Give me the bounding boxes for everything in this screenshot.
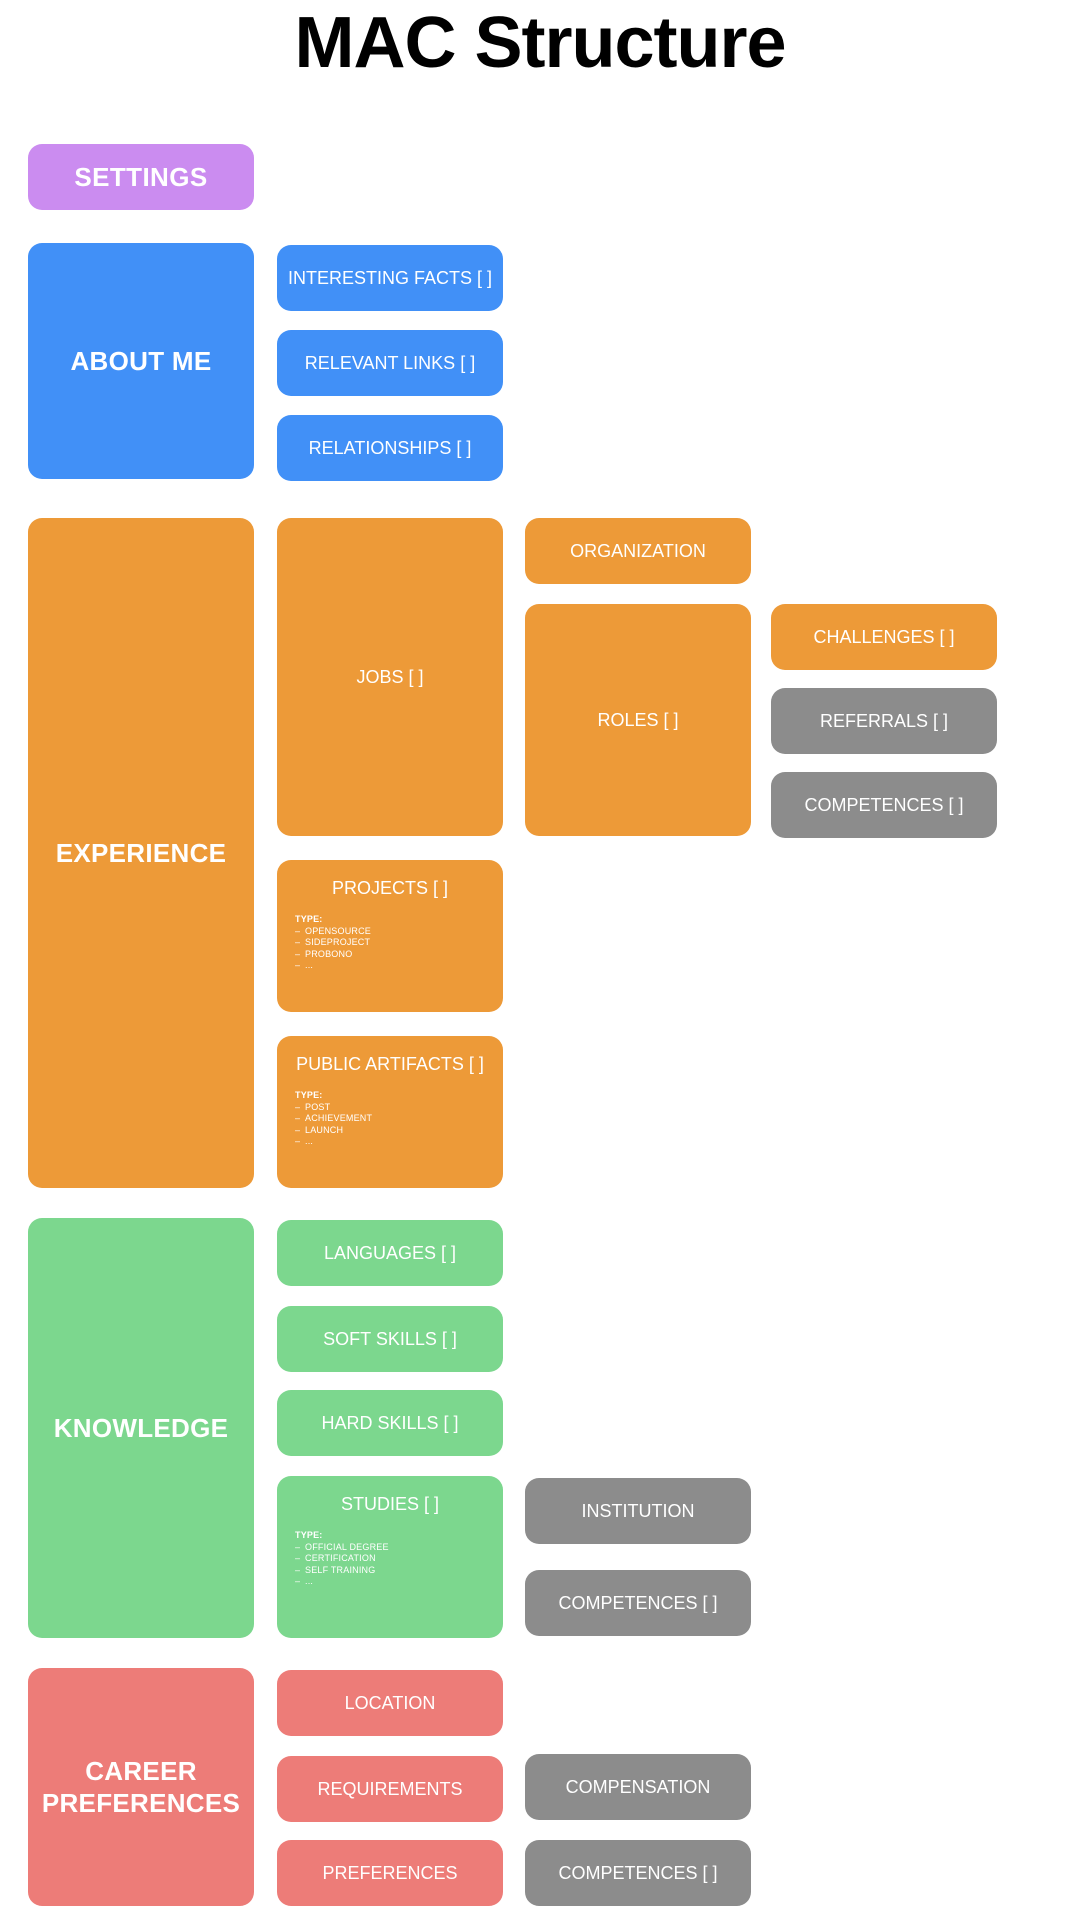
location-block[interactable]: LOCATION [277,1670,503,1736]
knowledge-block[interactable]: KNOWLEDGE [28,1218,254,1638]
public-artifacts-type-list: TYPE: –POST –ACHIEVEMENT –LAUNCH –... [295,1090,503,1148]
preferences-block[interactable]: PREFERENCES [277,1840,503,1906]
studies-type-list: TYPE: –OFFICIAL DEGREE –CERTIFICATION –S… [295,1530,503,1588]
about-me-child-relevant-links[interactable]: RELEVANT LINKS [ ] [277,330,503,396]
about-me-label: ABOUT ME [70,346,212,376]
requirements-block[interactable]: REQUIREMENTS [277,1756,503,1822]
soft-skills-block[interactable]: SOFT SKILLS [ ] [277,1306,503,1372]
experience-label: EXPERIENCE [55,838,227,868]
roles-competences-label: COMPETENCES [ ] [804,795,964,815]
hard-skills-block[interactable]: HARD SKILLS [ ] [277,1390,503,1456]
studies-type-heading: TYPE: [295,1530,323,1540]
soft-skills-label: SOFT SKILLS [ ] [323,1329,457,1349]
projects-type-item: –SIDEPROJECT [295,937,371,947]
studies-label: STUDIES [ ] [340,1494,439,1514]
experience-block[interactable]: EXPERIENCE [28,518,254,1188]
languages-label: LANGUAGES [ ] [323,1243,457,1263]
public-artifacts-block[interactable]: PUBLIC ARTIFACTS [ ] TYPE: –POST –ACHIEV… [277,1036,503,1188]
studies-competences-block[interactable]: COMPETENCES [ ] [525,1570,751,1636]
public-artifacts-type-heading: TYPE: [295,1090,323,1100]
interesting-facts-label: INTERESTING FACTS [ ] [287,268,493,288]
about-me-child-interesting-facts[interactable]: INTERESTING FACTS [ ] [277,245,503,311]
about-me-block[interactable]: ABOUT ME [28,243,254,479]
relationships-label: RELATIONSHIPS [ ] [308,438,472,458]
studies-type-item: –... [295,1576,314,1586]
career-preferences-label-line2: PREFERENCES [41,1788,241,1818]
roles-block[interactable]: ROLES [ ] [525,604,751,836]
projects-type-heading: TYPE: [295,914,323,924]
languages-block[interactable]: LANGUAGES [ ] [277,1220,503,1286]
location-label: LOCATION [344,1693,436,1713]
referrals-label: REFERRALS [ ] [819,711,949,731]
studies-type-item: –SELF TRAINING [295,1564,376,1575]
settings-label: SETTINGS [74,161,208,192]
projects-type-item: –PROBONO [295,948,353,959]
institution-label: INSTITUTION [581,1501,695,1521]
studies-type-item: –CERTIFICATION [295,1553,376,1563]
projects-type-item: –... [295,960,314,970]
roles-label: ROLES [ ] [597,710,679,730]
jobs-label: JOBS [ ] [356,667,424,687]
relevant-links-label: RELEVANT LINKS [ ] [304,353,476,373]
challenges-block[interactable]: CHALLENGES [ ] [771,604,997,670]
career-competences-label: COMPETENCES [ ] [558,1863,718,1883]
projects-type-list: TYPE: –OPENSOURCE –SIDEPROJECT –PROBONO … [295,914,503,972]
organization-block[interactable]: ORGANIZATION [525,518,751,584]
public-artifacts-type-item: –LAUNCH [295,1124,344,1135]
studies-block[interactable]: STUDIES [ ] TYPE: –OFFICIAL DEGREE –CERT… [277,1476,503,1638]
compensation-block[interactable]: COMPENSATION [525,1754,751,1820]
public-artifacts-type-item: –... [295,1136,314,1146]
career-preferences-block[interactable]: CAREER PREFERENCES [28,1668,254,1906]
requirements-label: REQUIREMENTS [317,1779,463,1799]
compensation-label: COMPENSATION [565,1777,711,1797]
public-artifacts-type-item: –ACHIEVEMENT [295,1113,373,1123]
referrals-block[interactable]: REFERRALS [ ] [771,688,997,754]
knowledge-label: KNOWLEDGE [53,1413,229,1443]
jobs-block[interactable]: JOBS [ ] [277,518,503,836]
projects-label: PROJECTS [ ] [331,878,448,898]
studies-competences-label: COMPETENCES [ ] [558,1593,718,1613]
studies-type-item: –OFFICIAL DEGREE [295,1541,389,1552]
public-artifacts-label: PUBLIC ARTIFACTS [ ] [296,1054,484,1074]
hard-skills-label: HARD SKILLS [ ] [321,1413,459,1433]
organization-label: ORGANIZATION [570,541,706,561]
page-title: MAC Structure [294,3,786,83]
settings-block[interactable]: SETTINGS [28,144,254,210]
projects-block[interactable]: PROJECTS [ ] TYPE: –OPENSOURCE –SIDEPROJ… [277,860,503,1012]
roles-competences-block[interactable]: COMPETENCES [ ] [771,772,997,838]
institution-block[interactable]: INSTITUTION [525,1478,751,1544]
career-preferences-label-line1: CAREER [85,1756,197,1786]
public-artifacts-type-item: –POST [295,1101,331,1112]
about-me-child-relationships[interactable]: RELATIONSHIPS [ ] [277,415,503,481]
preferences-label: PREFERENCES [322,1863,458,1883]
projects-type-item: –OPENSOURCE [295,925,372,936]
challenges-label: CHALLENGES [ ] [813,627,955,647]
career-competences-block[interactable]: COMPETENCES [ ] [525,1840,751,1906]
